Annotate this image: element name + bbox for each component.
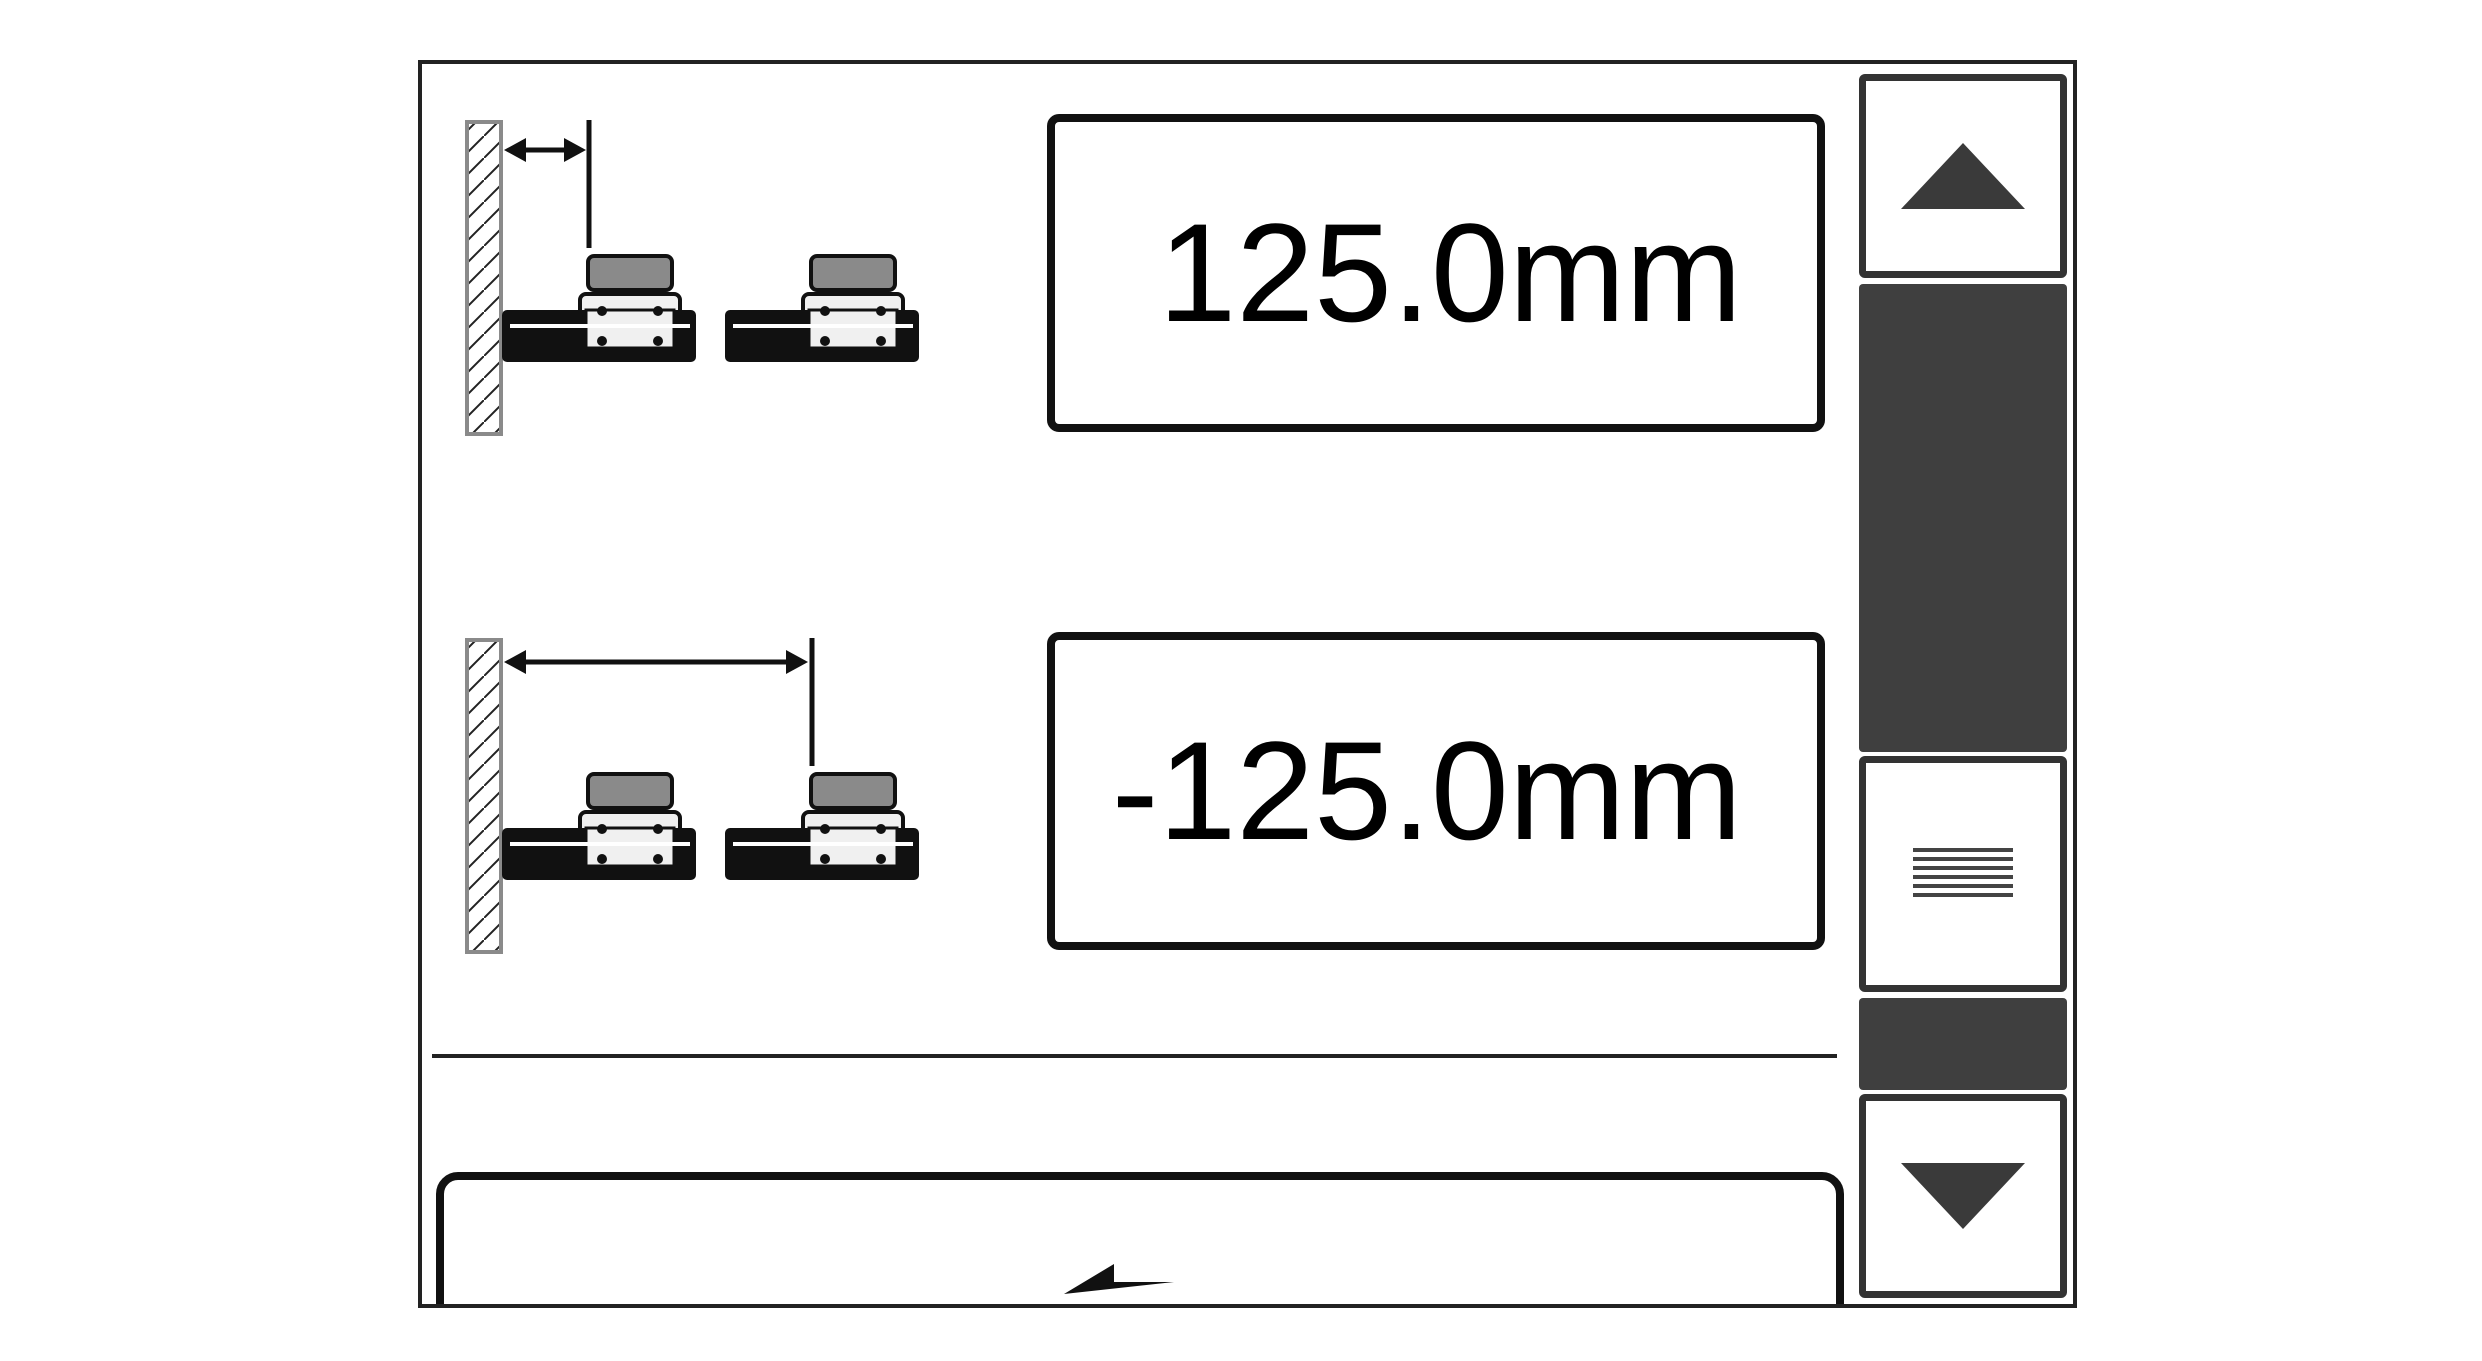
offset-value-field-2[interactable]: -125.0mm	[1047, 632, 1825, 950]
section-divider	[432, 1054, 1837, 1058]
scroll-up-button[interactable]	[1859, 74, 2067, 278]
offset-value-field-1[interactable]: 125.0mm	[1047, 114, 1825, 432]
scroll-track-lower[interactable]	[1859, 998, 2067, 1090]
back-button[interactable]	[436, 1172, 1844, 1304]
return-arrow-icon	[1064, 1264, 1174, 1294]
grip-lines-icon	[1913, 848, 2013, 897]
small-wall-offset-icon	[465, 120, 919, 436]
scroll-track-upper[interactable]	[1859, 284, 2067, 752]
scroll-down-button[interactable]	[1859, 1094, 2067, 1298]
vertical-scrollbar[interactable]	[1859, 74, 2067, 1304]
offset-settings-screen: 125.0mm	[418, 60, 2077, 1308]
large-wall-offset-icon	[465, 638, 919, 954]
scroll-thumb[interactable]	[1859, 756, 2067, 992]
triangle-down-icon	[1901, 1163, 2025, 1229]
triangle-up-icon	[1901, 143, 2025, 209]
